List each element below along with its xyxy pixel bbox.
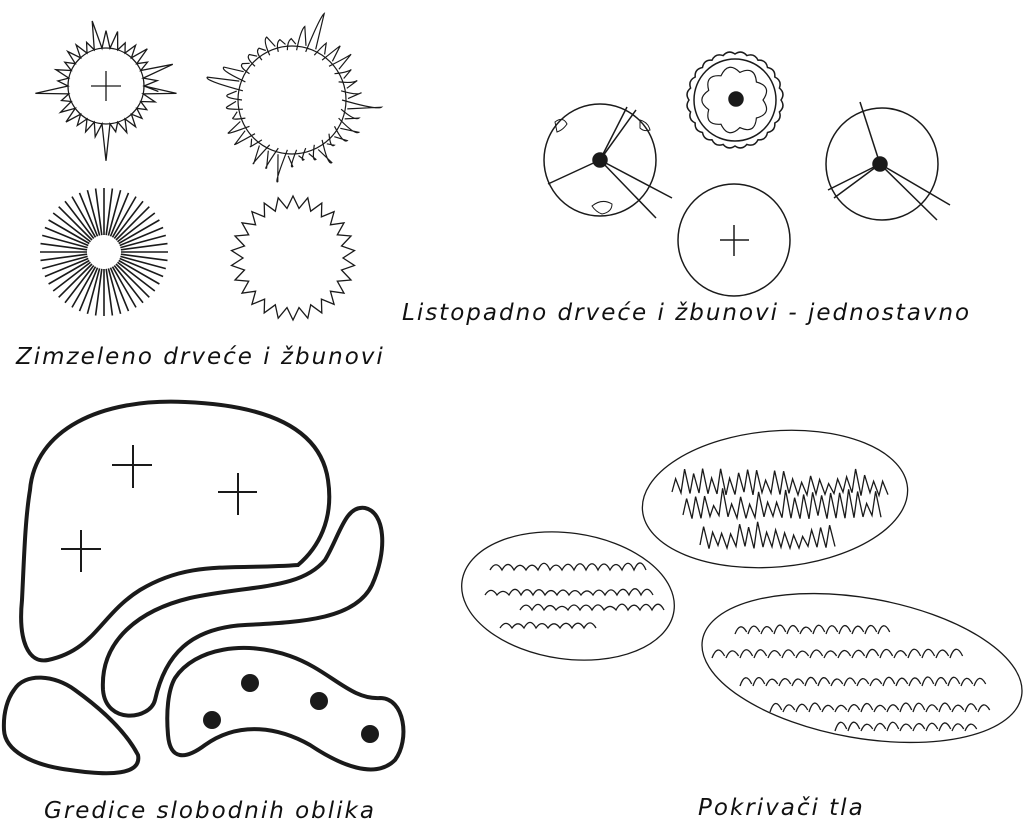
evergreen-symbols [35, 14, 381, 320]
ground-cover-symbols [453, 420, 1024, 765]
deciduous-cross-circle-symbol [678, 184, 790, 296]
bed-dots [203, 674, 379, 743]
bed-kidney-with-dots [167, 648, 403, 770]
ground-cover-right-ellipse [690, 571, 1024, 765]
evergreen-radiating-lines-symbol [40, 188, 168, 316]
evergreen-feathery-circle-symbol [207, 14, 381, 182]
bed-long-curved [103, 508, 382, 716]
caption-free-form-beds: Gredice slobodnih oblika [44, 798, 376, 824]
deciduous-branched-circle-symbol-left [544, 104, 672, 218]
deciduous-symbols [544, 52, 950, 296]
deciduous-scalloped-circle-symbol [687, 52, 783, 148]
ground-cover-top-ellipse [637, 420, 914, 579]
caption-deciduous: Listopadno drveće i žbunovi - jednostavn… [402, 300, 972, 326]
evergreen-spiky-star-symbol [35, 21, 176, 161]
bed-small-teardrop [4, 678, 138, 774]
bed-large-with-crosses [21, 402, 329, 661]
bed-crosses [61, 445, 257, 572]
deciduous-branched-circle-symbol-right [826, 102, 950, 220]
caption-ground-cover: Pokrivači tla [698, 795, 865, 821]
ground-cover-left-ellipse [453, 519, 682, 674]
free-form-beds [4, 402, 404, 774]
caption-evergreen: Zimzeleno drveće i žbunovi [16, 344, 385, 370]
evergreen-zigzag-circle-symbol [232, 196, 355, 320]
